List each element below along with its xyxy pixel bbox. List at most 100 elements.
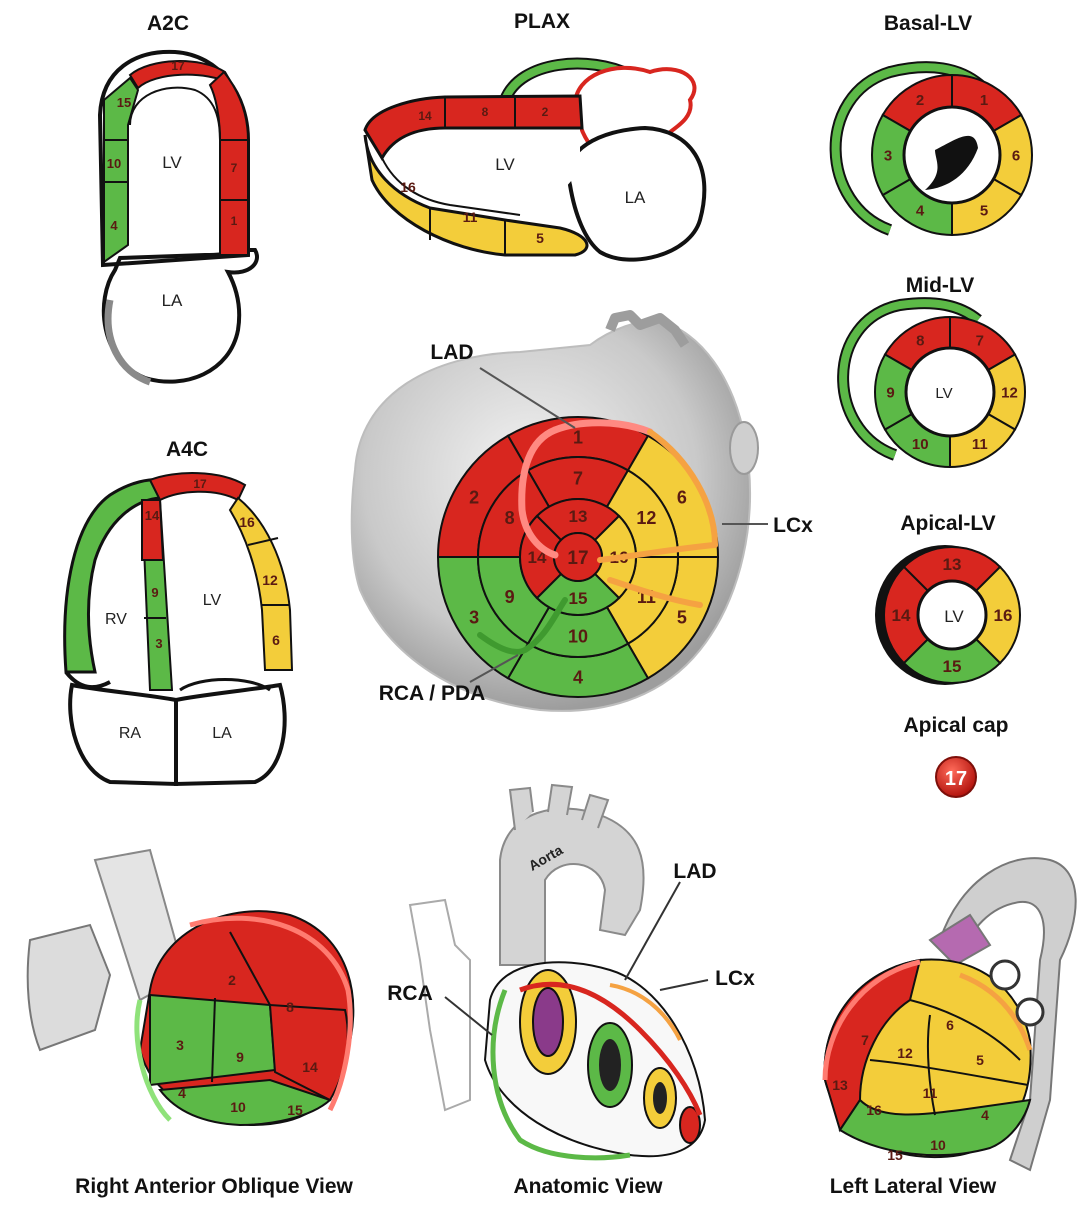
anatomic-view: Aorta LAD LCx RCA Anatomic View bbox=[387, 785, 755, 1198]
anatomic-vena-cava bbox=[410, 900, 470, 1110]
bullseye-basal-seg-label: 5 bbox=[677, 607, 687, 627]
anatomic-lcx-label: LCx bbox=[715, 967, 755, 990]
bullseye-apical-seg-label: 15 bbox=[569, 589, 588, 608]
anatomic-lad-label: LAD bbox=[673, 860, 716, 883]
bullseye-rca-label: RCA / PDA bbox=[379, 682, 486, 705]
rao-seg-label: 10 bbox=[230, 1099, 246, 1115]
lateral-view: 7 6 12 5 13 11 16 4 10 15 Left Lateral V… bbox=[825, 858, 1076, 1198]
rao-seg-label: 4 bbox=[178, 1085, 186, 1101]
apical-seg-label: 15 bbox=[943, 657, 962, 676]
rao-seg-label: 2 bbox=[228, 972, 236, 988]
cap-seg-label: 17 bbox=[945, 768, 967, 790]
mid-seg-label: 10 bbox=[912, 436, 929, 453]
rao-view: 2 8 3 9 14 4 10 15 Right Anterior Obliqu… bbox=[28, 850, 354, 1198]
a2c-anterior-wall bbox=[210, 72, 248, 255]
plax-seg-label: 8 bbox=[482, 105, 489, 119]
mid-ring: 871211109 bbox=[843, 303, 1025, 467]
mid-seg-label: 11 bbox=[972, 436, 988, 453]
basal-lv-view: Basal-LV 2 1 6 5 4 3 bbox=[836, 12, 1032, 235]
plax-seg-label: 5 bbox=[536, 230, 544, 246]
bullseye-basal-seg-label: 3 bbox=[469, 607, 479, 627]
bullseye-mid-seg-label: 9 bbox=[505, 587, 515, 607]
lateral-seg-label: 11 bbox=[923, 1085, 938, 1101]
lateral-seg-label: 13 bbox=[832, 1077, 848, 1093]
plax-title: PLAX bbox=[514, 10, 570, 33]
mid-seg-label: 8 bbox=[916, 333, 924, 350]
a4c-la-label: LA bbox=[212, 725, 232, 742]
bullseye-mid-seg-label: 7 bbox=[573, 468, 583, 488]
a2c-title: A2C bbox=[147, 12, 189, 35]
a4c-seg-label: 3 bbox=[155, 636, 162, 651]
bullseye-lad-label: LAD bbox=[430, 341, 473, 364]
apical-lv-view: Apical-LV 13 16 15 14 LV bbox=[875, 512, 1020, 685]
lateral-seg-label: 10 bbox=[930, 1137, 946, 1153]
anatomic-caption: Anatomic View bbox=[514, 1175, 664, 1198]
a2c-la-label: LA bbox=[162, 291, 183, 310]
basal-ring: 2 1 6 5 4 3 bbox=[836, 67, 1032, 235]
anatomic-rca-label: RCA bbox=[387, 982, 433, 1005]
rao-seg-label: 8 bbox=[286, 999, 294, 1015]
bullseye-apical-seg-label: 13 bbox=[569, 507, 588, 526]
a4c-rv-label: RV bbox=[105, 611, 127, 628]
apical-seg-label: 13 bbox=[943, 555, 962, 574]
a2c-lv-label: LV bbox=[162, 153, 182, 172]
basal-title: Basal-LV bbox=[884, 12, 972, 35]
bullseye-view: 1654327121110981316151417 LAD LCx RCA / … bbox=[352, 315, 813, 711]
a4c-seg-label: 14 bbox=[145, 508, 160, 523]
apical-lv-label: LV bbox=[944, 607, 964, 626]
basal-seg-label: 2 bbox=[916, 92, 924, 109]
rao-seg-label: 15 bbox=[287, 1102, 303, 1118]
apical-cap-view: Apical cap 17 bbox=[903, 714, 1008, 797]
bullseye-mid-seg-label: 8 bbox=[505, 508, 515, 528]
plax-seg-label: 2 bbox=[542, 105, 549, 119]
a2c-seg-label: 1 bbox=[231, 214, 238, 228]
bullseye-basal-seg-label: 4 bbox=[573, 667, 583, 687]
mid-title: Mid-LV bbox=[906, 274, 974, 297]
cap-title: Apical cap bbox=[903, 714, 1008, 737]
a4c-seg-label: 6 bbox=[272, 632, 280, 648]
lateral-seg-label: 6 bbox=[946, 1017, 954, 1033]
a4c-seg-label: 16 bbox=[239, 514, 255, 530]
rao-seg-label: 14 bbox=[302, 1059, 318, 1075]
lateral-seg-label: 15 bbox=[887, 1147, 903, 1163]
a4c-seg-label: 9 bbox=[151, 585, 158, 600]
lateral-caption: Left Lateral View bbox=[830, 1175, 997, 1198]
basal-seg-label: 4 bbox=[916, 203, 925, 220]
bullseye-basal-seg-label: 2 bbox=[469, 487, 479, 507]
rao-vessel bbox=[28, 925, 110, 1050]
plax-seg-label: 16 bbox=[400, 179, 416, 195]
plax-seg-label: 11 bbox=[463, 209, 478, 225]
plax-view: PLAX 14 8 2 16 11 5 LV LA bbox=[365, 10, 704, 260]
bullseye-basal-seg-label: 6 bbox=[677, 487, 687, 507]
apical-seg-label: 16 bbox=[994, 606, 1013, 625]
basal-seg-label: 1 bbox=[980, 92, 988, 109]
a2c-seg-label: 4 bbox=[110, 218, 118, 233]
rao-caption: Right Anterior Oblique View bbox=[75, 1175, 353, 1198]
rao-seg-label: 9 bbox=[236, 1049, 244, 1065]
apical-seg-label: 14 bbox=[892, 606, 911, 625]
a2c-seg-label: 17 bbox=[171, 59, 185, 73]
plax-la-label: LA bbox=[625, 188, 646, 207]
a4c-seg-label: 17 bbox=[193, 477, 207, 491]
apical-title: Apical-LV bbox=[900, 512, 995, 535]
bullseye-mid-seg-label: 10 bbox=[568, 626, 588, 646]
a2c-la-chamber bbox=[104, 250, 257, 382]
plax-lv-label: LV bbox=[495, 155, 515, 174]
basal-seg-label: 5 bbox=[980, 203, 988, 220]
anatomic-aorta bbox=[500, 809, 644, 965]
bullseye-mid-seg-label: 12 bbox=[636, 508, 656, 528]
a4c-ra-label: RA bbox=[119, 725, 142, 742]
lateral-seg-label: 5 bbox=[976, 1052, 984, 1068]
a4c-title: A4C bbox=[166, 438, 208, 461]
a4c-view: A4C 17 14 9 3 16 12 6 RV LV RA LA bbox=[65, 438, 292, 784]
plax-seg-label: 14 bbox=[418, 109, 432, 123]
a4c-seg-label: 12 bbox=[262, 572, 278, 588]
mid-lv-view: Mid-LV 871211109 LV bbox=[843, 274, 1025, 467]
lateral-seg-label: 16 bbox=[866, 1102, 882, 1118]
mid-seg-label: 12 bbox=[1001, 384, 1018, 401]
mid-lv-label: LV bbox=[935, 385, 952, 402]
lateral-seg-label: 12 bbox=[897, 1045, 913, 1061]
basal-seg-label: 3 bbox=[884, 147, 892, 164]
basal-seg-label: 6 bbox=[1012, 147, 1020, 164]
